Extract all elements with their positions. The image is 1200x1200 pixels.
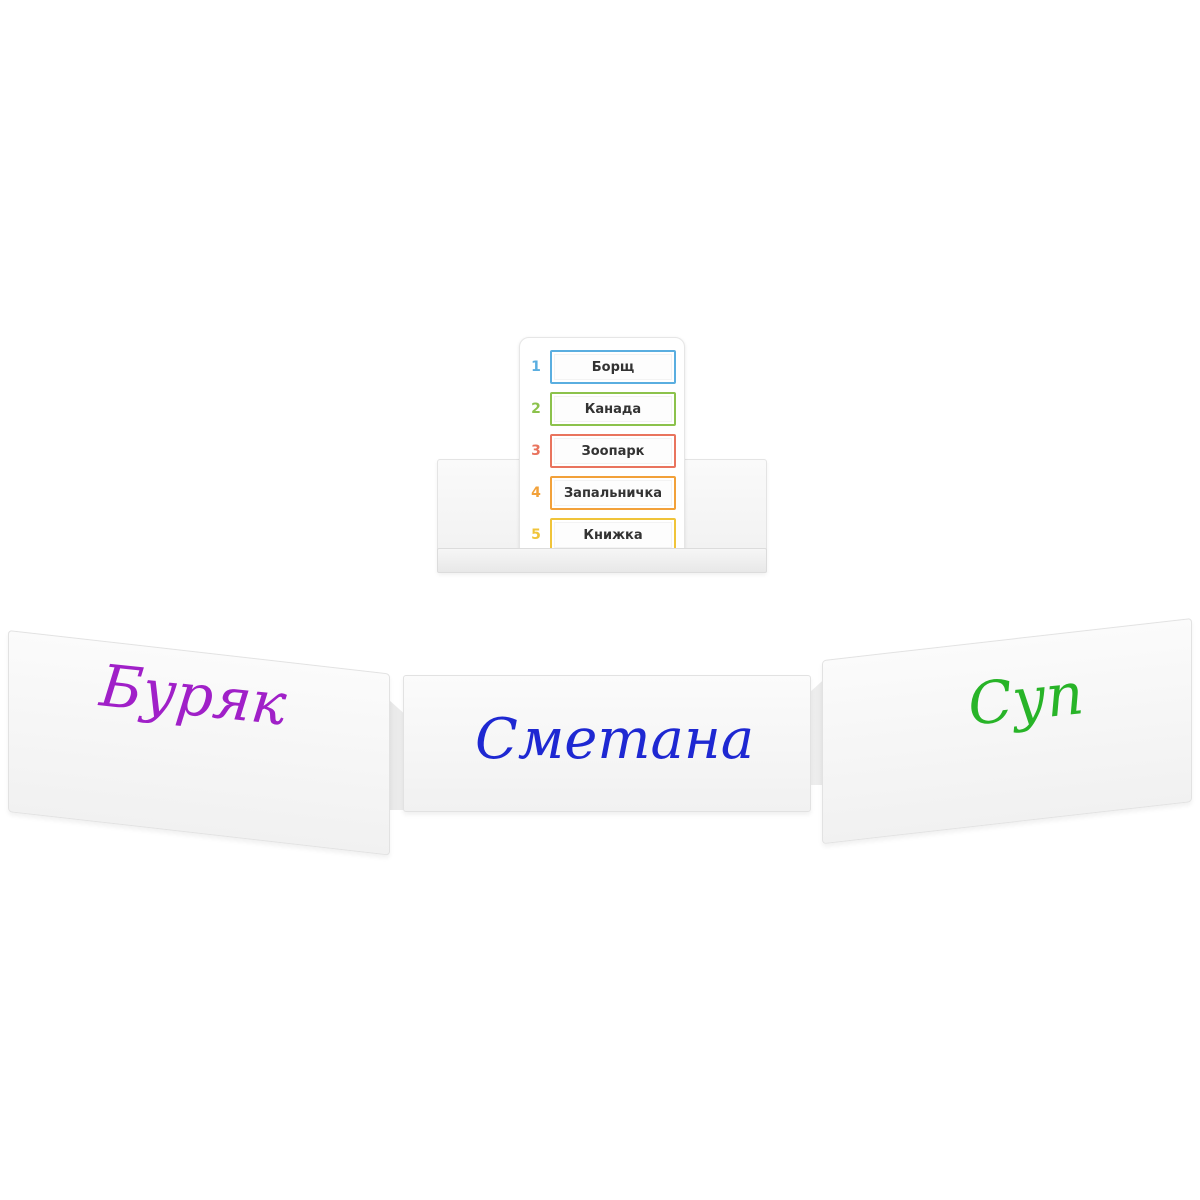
word-row-3: 3 Зоопарк [528,433,676,469]
word-card: 1 Борщ 2 Канада 3 Зоопарк 4 Запальничка … [519,337,685,559]
word-text-5: Книжка [583,527,643,543]
word-box-4: Запальничка [550,476,676,510]
word-text-3: Зоопарк [581,443,645,459]
word-box-3: Зоопарк [550,434,676,468]
middle-tent-card [403,675,811,812]
word-row-1: 1 Борщ [528,349,676,385]
card-stand-lip [437,548,767,573]
word-box-5: Книжка [550,518,676,552]
word-text-2: Канада [584,401,642,417]
left-tent-card-word: Буряк [96,651,290,739]
word-box-2: Канада [550,392,676,426]
word-text-1: Борщ [591,359,635,375]
word-row-2: 2 Канада [528,391,676,427]
word-number-1: 1 [531,359,541,375]
right-tent-card-word: Суп [964,659,1087,739]
word-number-4: 4 [531,485,541,501]
word-text-4: Запальничка [563,485,663,501]
word-number-3: 3 [531,443,541,459]
word-number-2: 2 [531,401,541,417]
word-box-1: Борщ [550,350,676,384]
word-row-4: 4 Запальничка [528,475,676,511]
word-number-5: 5 [531,527,541,543]
middle-tent-card-word: Сметана [475,707,755,772]
